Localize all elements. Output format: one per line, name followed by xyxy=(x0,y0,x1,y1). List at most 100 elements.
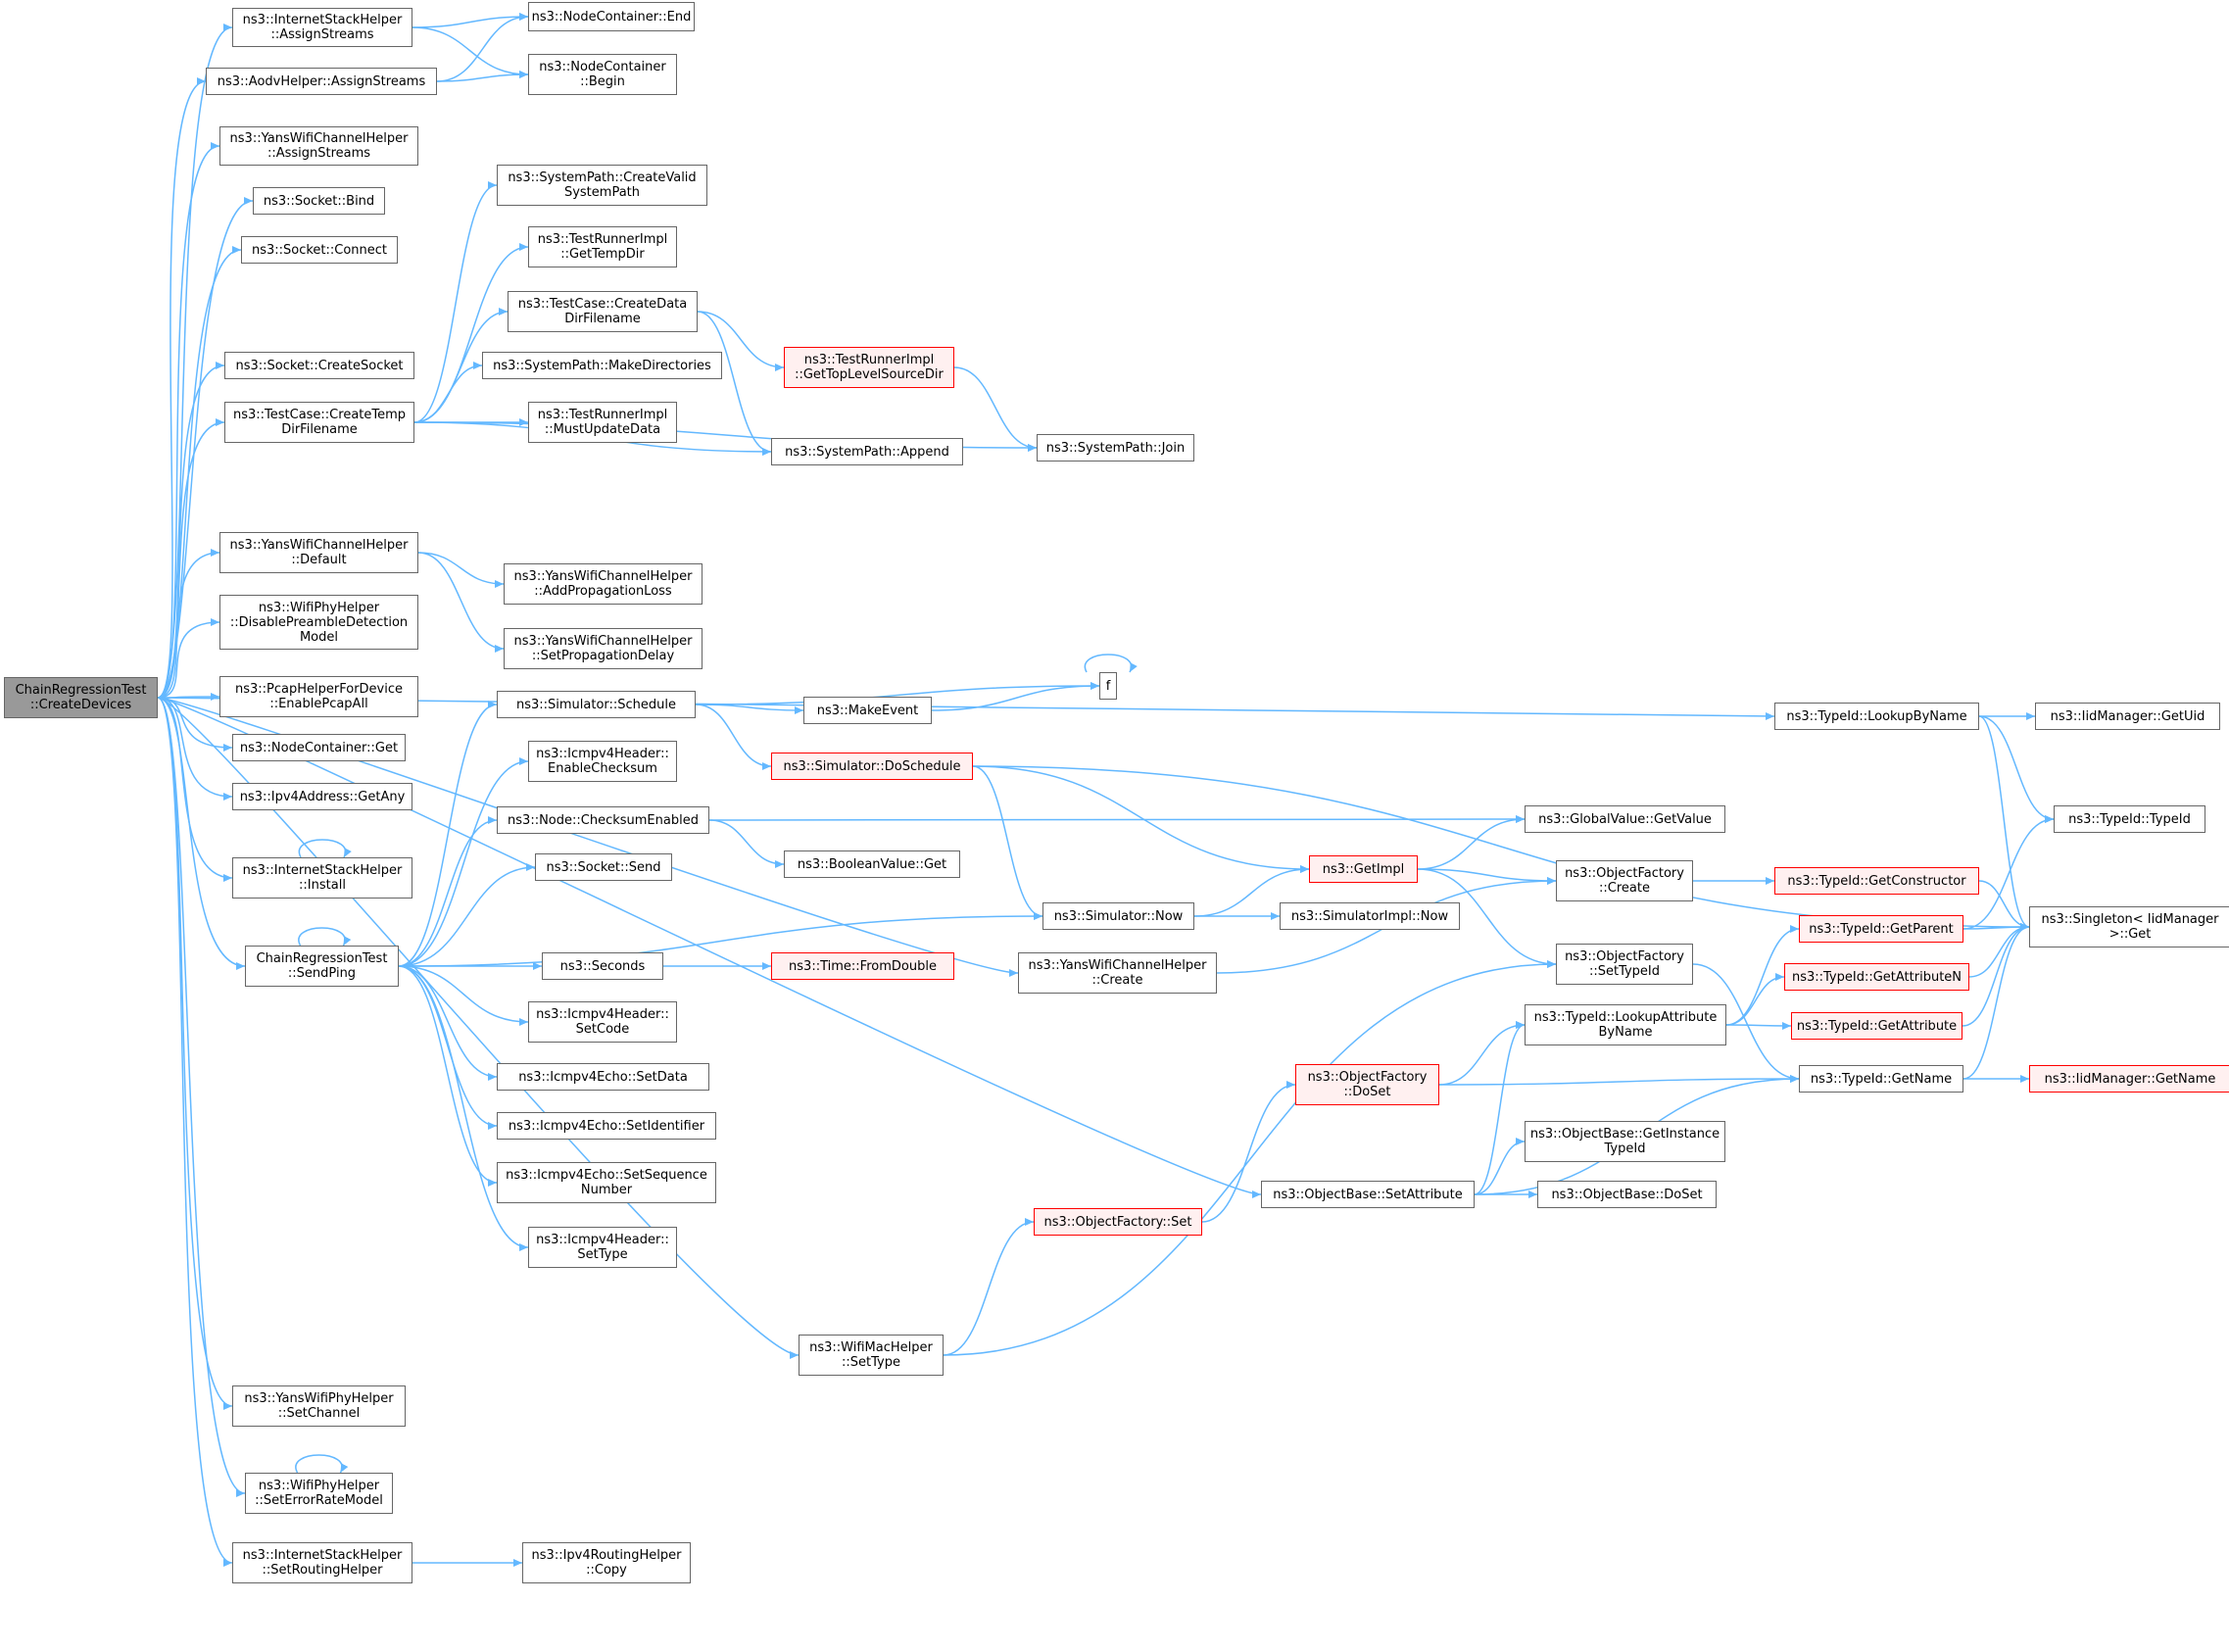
function-node[interactable]: f xyxy=(1099,672,1117,700)
call-edge xyxy=(1438,1021,1526,1086)
function-node-label: ::EnablePcapAll xyxy=(269,697,368,711)
function-node-label: ns3::Time::FromDouble xyxy=(789,958,937,974)
function-node[interactable]: ns3::TypeId::GetConstructor xyxy=(1774,867,1979,895)
function-node[interactable]: ns3::NodeContainer::End xyxy=(528,2,695,31)
function-node[interactable]: ns3::ObjectBase::SetAttribute xyxy=(1261,1181,1475,1208)
function-node[interactable]: ns3::Simulator::Schedule xyxy=(497,691,696,718)
call-edge xyxy=(157,693,220,702)
function-node[interactable]: ns3::WifiPhyHelper::SetErrorRateModel xyxy=(245,1473,393,1514)
function-node[interactable]: ns3::SystemPath::Append xyxy=(771,438,963,465)
call-edge xyxy=(1978,715,2055,823)
function-node-label: ns3::Icmpv4Header:: xyxy=(536,1233,669,1247)
call-edge xyxy=(1474,1138,1526,1195)
function-node-label: ns3::YansWifiChannelHelper xyxy=(1028,958,1207,973)
function-node-label: ns3::ObjectBase::DoSet xyxy=(1551,1187,1703,1202)
call-edge xyxy=(1193,865,1310,917)
function-node[interactable]: ns3::TypeId::GetName xyxy=(1799,1065,1963,1093)
function-node[interactable]: ns3::Socket::CreateSocket xyxy=(224,352,414,379)
function-node[interactable]: ns3::Ipv4Address::GetAny xyxy=(232,783,412,810)
function-node[interactable]: ns3::InternetStackHelper::Install xyxy=(232,857,412,899)
function-node[interactable]: ns3::Time::FromDouble xyxy=(771,952,954,980)
function-node[interactable]: ns3::TypeId::GetAttribute xyxy=(1791,1012,1962,1040)
function-node-label: Number xyxy=(580,1183,633,1197)
function-node[interactable]: ns3::WifiMacHelper::SetType xyxy=(799,1335,944,1376)
function-node[interactable]: ns3::PcapHelperForDevice::EnablePcapAll xyxy=(219,676,418,717)
function-node[interactable]: ns3::TypeId::GetAttributeN xyxy=(1784,963,1969,991)
function-node-label: ::SetRoutingHelper xyxy=(262,1563,383,1578)
call-edge xyxy=(398,965,498,1130)
function-node-label: >::Get xyxy=(2108,927,2152,942)
function-node[interactable]: ns3::TypeId::TypeId xyxy=(2054,805,2205,833)
function-node[interactable]: ns3::Icmpv4Header::SetType xyxy=(528,1227,677,1268)
function-node[interactable]: ns3::SystemPath::MakeDirectories xyxy=(482,352,722,379)
function-node-label: ns3::ObjectFactory xyxy=(1307,1070,1428,1085)
function-node[interactable]: ns3::GlobalValue::GetValue xyxy=(1525,805,1725,833)
function-node[interactable]: ns3::Socket::Connect xyxy=(241,236,398,264)
function-node[interactable]: ns3::InternetStackHelper::SetRoutingHelp… xyxy=(232,1542,412,1583)
function-node[interactable]: ns3::Ipv4RoutingHelper::Copy xyxy=(522,1542,691,1583)
function-node[interactable]: ns3::MakeEvent xyxy=(803,697,932,724)
call-edge xyxy=(157,142,220,699)
function-node[interactable]: ns3::ObjectFactory::Create xyxy=(1556,860,1693,901)
function-node[interactable]: ns3::Simulator::DoSchedule xyxy=(771,753,973,780)
function-node-label: ns3::Seconds xyxy=(559,958,646,974)
call-edge xyxy=(943,1218,1035,1356)
function-node[interactable]: ns3::ObjectFactory::Set xyxy=(1034,1208,1202,1236)
function-node[interactable]: ns3::Seconds xyxy=(542,952,663,980)
function-node[interactable]: ns3::Socket::Send xyxy=(535,853,672,881)
function-node[interactable]: ns3::Node::ChecksumEnabled xyxy=(497,806,709,834)
function-node[interactable]: ns3::ObjectBase::DoSet xyxy=(1537,1181,1717,1208)
function-node[interactable]: ns3::Icmpv4Header::SetCode xyxy=(528,1001,677,1043)
function-node[interactable]: ns3::YansWifiChannelHelper::SetPropagati… xyxy=(504,628,703,669)
function-node[interactable]: ns3::IidManager::GetName xyxy=(2029,1065,2229,1093)
function-node[interactable]: ns3::ObjectFactory::SetTypeId xyxy=(1556,944,1693,985)
function-node-label: ::AddPropagationLoss xyxy=(534,584,672,599)
function-node-label: ns3::TestCase::CreateData xyxy=(517,297,688,312)
function-node[interactable]: ns3::AodvHelper::AssignStreams xyxy=(206,68,437,95)
function-node[interactable]: ChainRegressionTest::SendPing xyxy=(245,946,399,987)
function-node[interactable]: ns3::NodeContainer::Get xyxy=(232,734,406,761)
root-function-node: ChainRegressionTest::CreateDevices xyxy=(4,677,158,718)
function-node-label: ns3::TypeId::GetParent xyxy=(1809,921,1954,937)
call-edge xyxy=(157,77,207,699)
function-node[interactable]: ns3::YansWifiChannelHelper::AddPropagati… xyxy=(504,563,703,605)
function-node[interactable]: ns3::SimulatorImpl::Now xyxy=(1280,902,1460,930)
function-node[interactable]: ns3::TestRunnerImpl::GetTopLevelSourceDi… xyxy=(784,347,954,388)
function-node[interactable]: ns3::BooleanValue::Get xyxy=(784,850,960,878)
function-node[interactable]: ns3::Icmpv4Echo::SetIdentifier xyxy=(497,1112,716,1140)
function-node-label: ::AssignStreams xyxy=(267,146,371,161)
function-node[interactable]: ns3::TestRunnerImpl::MustUpdateData xyxy=(528,402,677,443)
function-node[interactable]: ns3::NodeContainer::Begin xyxy=(528,54,677,95)
function-node[interactable]: ns3::InternetStackHelper::AssignStreams xyxy=(232,8,412,47)
function-node-label: ns3::TypeId::GetName xyxy=(1810,1071,1953,1087)
function-node[interactable]: ns3::IidManager::GetUid xyxy=(2035,703,2220,730)
function-node[interactable]: ns3::ObjectFactory::DoSet xyxy=(1295,1064,1439,1105)
function-node[interactable]: ns3::Icmpv4Echo::SetData xyxy=(497,1063,709,1091)
function-node[interactable]: ns3::YansWifiPhyHelper::SetChannel xyxy=(232,1385,406,1427)
function-node[interactable]: ns3::WifiPhyHelper::DisablePreambleDetec… xyxy=(219,595,418,650)
function-node-label: ns3::YansWifiChannelHelper xyxy=(513,634,693,649)
function-node[interactable]: ns3::TypeId::LookupByName xyxy=(1774,703,1979,730)
function-node-label: ns3::SystemPath::Join xyxy=(1045,440,1186,456)
function-node[interactable]: ns3::Singleton< IidManager>::Get xyxy=(2029,906,2229,947)
function-node[interactable]: ns3::SystemPath::Join xyxy=(1037,434,1194,462)
function-node[interactable]: ns3::GetImpl xyxy=(1309,855,1418,883)
function-node[interactable]: ns3::Socket::Bind xyxy=(253,187,385,215)
function-node-label: ns3::YansWifiChannelHelper xyxy=(229,538,409,553)
function-node[interactable]: ns3::Simulator::Now xyxy=(1042,902,1194,930)
function-node[interactable]: ns3::TypeId::GetParent xyxy=(1799,915,1963,943)
function-node[interactable]: ns3::YansWifiChannelHelper::Default xyxy=(219,532,418,573)
function-node[interactable]: ns3::YansWifiChannelHelper::Create xyxy=(1018,952,1217,994)
function-node-label: ns3::GetImpl xyxy=(1322,861,1405,877)
call-edge xyxy=(398,701,498,967)
function-node-label: ns3::IidManager::GetUid xyxy=(2050,708,2205,724)
function-node[interactable]: ns3::Icmpv4Header::EnableChecksum xyxy=(528,741,677,782)
function-node[interactable]: ns3::YansWifiChannelHelper::AssignStream… xyxy=(219,126,418,166)
function-node[interactable]: ns3::TestRunnerImpl::GetTempDir xyxy=(528,226,677,267)
